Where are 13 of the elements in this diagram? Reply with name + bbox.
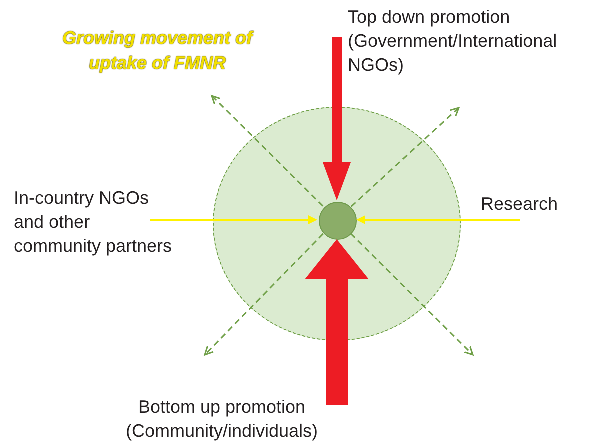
heading-note: Growing movement of uptake of FMNR xyxy=(61,27,255,75)
arrow xyxy=(204,233,324,356)
center-circle xyxy=(319,202,357,240)
arrow xyxy=(350,233,474,356)
source-label: In-country NGOs and other community partners xyxy=(14,186,174,258)
arrow xyxy=(350,107,460,208)
arrow xyxy=(150,216,318,224)
source-label: Top down promotion (Government/International NGOs) xyxy=(348,5,594,77)
arrow xyxy=(323,37,351,200)
arrow xyxy=(356,216,520,224)
source-label: Research xyxy=(481,192,581,216)
arrow xyxy=(211,95,324,207)
source-label: Bottom up promotion (Community/individuals) xyxy=(98,395,346,441)
